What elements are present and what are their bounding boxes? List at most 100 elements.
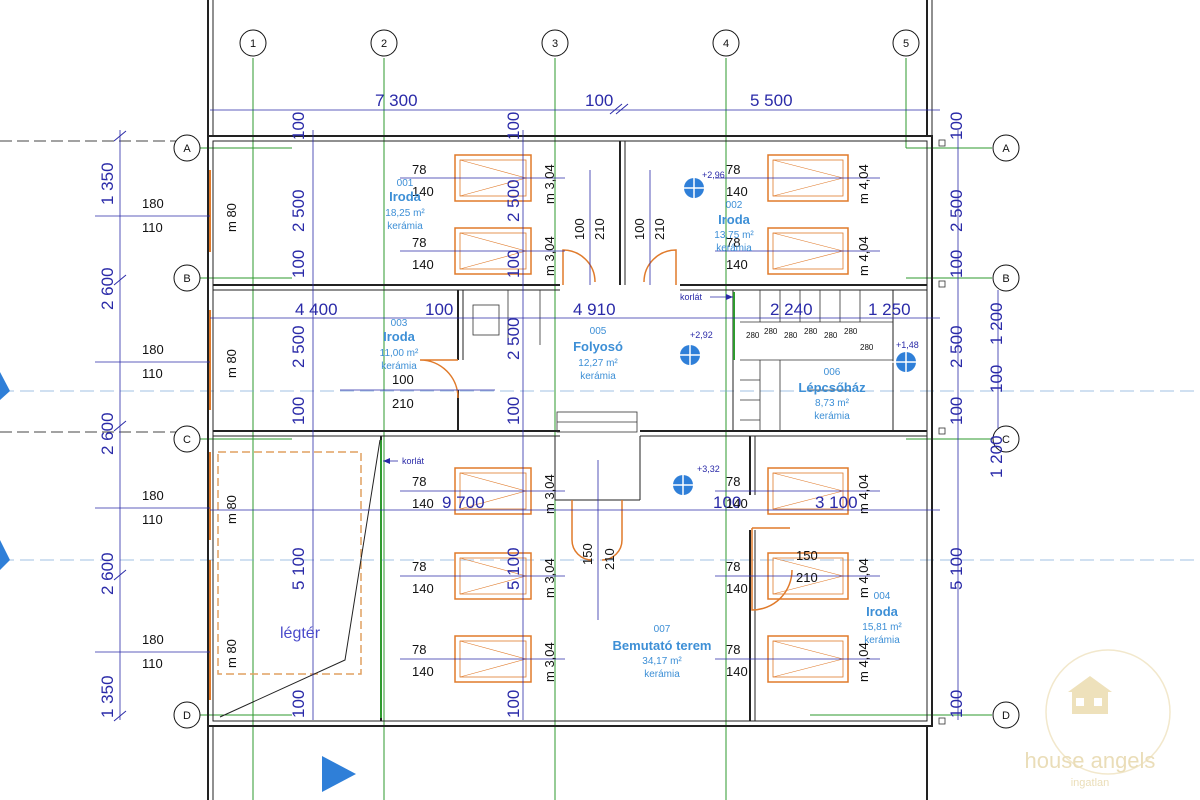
grid-label-A-right: A [1002,143,1010,155]
grid-bubble-1 [239,29,267,57]
level-marker-4 [669,471,697,499]
house-logo-icon [1068,676,1112,714]
dim-c-3: 3 100 [815,493,858,512]
level-markers [669,174,920,499]
dim-texts: 7 300 100 5 500 4 400 100 4 910 2 240 1 … [295,91,911,512]
svg-text:004: 004 [874,591,891,602]
svg-text:140: 140 [412,184,434,199]
svg-text:280: 280 [804,327,818,336]
svg-text:007: 007 [654,624,671,635]
dim-left-inner-3: 100 [289,250,308,278]
grid-bubble-C-right [992,425,1020,453]
svg-text:Folyosó: Folyosó [573,339,623,354]
svg-text:8,73 m²: 8,73 m² [815,398,850,409]
svg-text:kerámia: kerámia [864,635,900,646]
dim-left-inner-5: 100 [289,397,308,425]
dim-right-5: 100 [947,397,966,425]
svg-text:280: 280 [784,331,798,340]
svg-text:m 3,04: m 3,04 [542,474,557,514]
svg-text:Iroda: Iroda [718,212,751,227]
grid-bubble-C-left [173,425,201,453]
svg-text:210: 210 [602,548,617,570]
door-007-right [601,500,623,561]
svg-text:12,27 m²: 12,27 m² [578,358,618,369]
dim-right-e1: 1 200 [987,302,1006,345]
dim-left-inner-2: 2 500 [289,189,308,232]
grid-bubble-D-right [992,701,1020,729]
grid-bubble-3 [541,29,569,57]
dim-texts-vertical: 1 350 2 600 2 600 2 600 1 350 100 2 500 … [98,112,1006,718]
wall-win-2-bottom: 110 [142,366,163,381]
grid-bubble-4 [712,29,740,57]
room-001: 001 Iroda 18,25 m² kerámia [385,178,425,232]
room-007: 007 Bemutató terem 34,17 m² kerámia [613,624,712,680]
room-003: 003 Iroda 11,00 m² kerámia [380,318,419,372]
dim-top-1: 7 300 [375,91,418,110]
svg-text:78: 78 [726,559,740,574]
svg-text:13,75 m²: 13,75 m² [714,230,754,241]
door-labels: 100 210 100 210 100 210 150 210 150 210 [392,218,818,585]
svg-text:140: 140 [726,581,748,596]
svg-text:140: 140 [726,184,748,199]
svg-text:m 3,04: m 3,04 [542,558,557,598]
grid-bubble-A-left [173,134,201,162]
section-arrow-1 [0,372,10,400]
svg-text:78: 78 [726,642,740,657]
level-labels: +2,96 +2,92 +1,48 +3,32 [690,170,919,474]
watermark-ring [1045,649,1171,775]
svg-text:140: 140 [412,496,434,511]
svg-text:kerámia: kerámia [580,371,616,382]
dim-left-inner-6: 5 100 [289,547,308,590]
wall-win-1-height: m 80 [224,203,239,232]
level-label-1: +2,96 [702,170,725,180]
section-arrow-bottom [322,756,356,792]
dim-right-1: 100 [947,112,966,140]
wall-win-3-top: 180 [142,488,164,503]
room-labels: 001 Iroda 18,25 m² kerámia 002 Iroda 13,… [380,178,903,680]
grid-bubble-5 [892,29,920,57]
level-label-3: +1,48 [896,340,919,350]
grid-bubble-labels: 1 2 3 4 5 A B C D A B C D [183,38,1010,722]
dim-left-inner-1: 100 [289,112,308,140]
grid-label-5: 5 [903,38,909,50]
door-007-left [571,500,593,561]
grid-label-4: 4 [723,38,729,50]
svg-text:78: 78 [726,474,740,489]
grid-bubble-B-left [173,264,201,292]
dim-right-2: 2 500 [947,189,966,232]
wall-win-1-top: 180 [142,196,164,211]
dim-top-2: 100 [585,91,613,110]
dim-b-3: 4 910 [573,300,616,319]
walls [207,0,933,800]
svg-text:140: 140 [412,581,434,596]
dim-right-7: 100 [947,690,966,718]
svg-text:kerámia: kerámia [644,669,680,680]
dim-b-5: 1 250 [868,300,911,319]
wall-win-3-bottom: 110 [142,512,163,527]
grid-label-D-right: D [1002,710,1010,722]
svg-text:m 4,04: m 4,04 [856,474,871,514]
dim-left-outer-4: 2 600 [98,552,117,595]
watermark-line1: house angels [1025,748,1156,773]
svg-text:140: 140 [726,496,748,511]
dim-ticks [113,103,629,722]
dim-left-outer-2: 2 600 [98,267,117,310]
level-label-4: +3,32 [697,464,720,474]
dim-c-1: 9 700 [442,493,485,512]
wall-win-4-top: 180 [142,632,164,647]
svg-text:210: 210 [796,570,818,585]
railing-label-1: korlát [402,456,425,466]
dim-b-2: 100 [425,300,453,319]
dim-right-3: 100 [947,250,966,278]
svg-text:78: 78 [412,474,426,489]
railing-label-2: korlát [680,292,703,302]
svg-text:100: 100 [392,372,414,387]
svg-text:m 3,04: m 3,04 [542,642,557,682]
svg-text:005: 005 [590,326,607,337]
railings [380,292,735,718]
grid-bubbles [173,29,1020,729]
svg-text:m 4,04: m 4,04 [856,236,871,276]
svg-text:15,81 m²: 15,81 m² [862,622,902,633]
svg-text:m 4,04: m 4,04 [856,642,871,682]
dim-mid-4: 2 500 [504,317,523,360]
